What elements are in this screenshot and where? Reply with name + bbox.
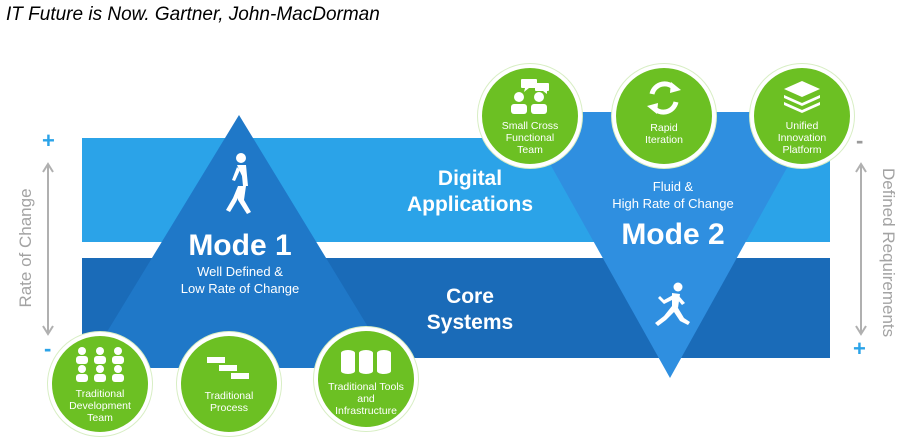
digital-applications-line1: Digital [437, 167, 503, 190]
core-systems-line1: Core [446, 285, 494, 308]
circle-label-line1: Small Cross [501, 120, 559, 132]
traditional-process-circle: Traditional Process [177, 332, 281, 436]
circle-label-line2: Functional [505, 132, 555, 144]
core-systems-line2: Systems [426, 311, 514, 334]
small-cross-functional-team-circle: Small Cross Functional Team [478, 64, 582, 168]
team-chat-icon [482, 78, 578, 116]
circle-label: Traditional Development Team [56, 388, 144, 424]
circle-label: Small Cross Functional Team [486, 120, 574, 156]
left-minus-sign: - [44, 336, 52, 361]
circle-label-line2: Process [210, 402, 248, 414]
right-minus-sign: - [856, 128, 864, 153]
circle-label: Unified Innovation Platform [758, 120, 846, 156]
people-group-icon [52, 346, 148, 384]
circle-label: Rapid Iteration [620, 122, 708, 146]
circle-label-line1: Unified [785, 120, 819, 132]
layers-icon [754, 80, 850, 114]
right-axis-arrow [855, 162, 867, 336]
walking-person-icon [224, 152, 256, 221]
circle-label-line1: Traditional [204, 390, 254, 402]
mode1-title: Mode 1 [188, 229, 292, 262]
mode2-title: Mode 2 [621, 218, 725, 251]
mode2-line1: Fluid & [652, 179, 694, 194]
mode2-line2: High Rate of Change [612, 196, 734, 211]
refresh-cycle-icon [616, 78, 712, 118]
circle-label-line3: Infrastructure [335, 405, 397, 417]
mode1-line1: Well Defined & [197, 264, 283, 279]
right-plus-sign: + [853, 336, 866, 361]
process-steps-icon [181, 356, 277, 380]
mode1-line2: Low Rate of Change [180, 281, 300, 296]
running-person-icon [652, 282, 692, 339]
database-icon [318, 349, 414, 375]
circle-label-line2: Iteration [645, 134, 683, 146]
digital-applications-line2: Applications [406, 193, 533, 216]
defined-requirements-label: Defined Requirements [879, 168, 898, 338]
circle-label-line1: Rapid [650, 122, 678, 134]
page-title: IT Future is Now. Gartner, John-MacDorma… [6, 4, 380, 25]
unified-innovation-platform-circle: Unified Innovation Platform [750, 64, 854, 168]
mode2-triangle [521, 112, 818, 378]
circle-label-line1: Traditional Tools [328, 381, 404, 393]
circle-label-line3: Platform [782, 144, 822, 156]
circle-label: Traditional Process [185, 390, 273, 414]
traditional-tools-infrastructure-circle: Traditional Tools and Infrastructure [314, 327, 418, 431]
rate-of-change-label: Rate of Change [16, 188, 35, 308]
circle-label-line2: Development [69, 400, 131, 412]
mode1-text: Mode 1 Well Defined & Low Rate of Change [150, 229, 330, 297]
circle-label-line2: Innovation [777, 132, 827, 144]
core-systems-label: Core Systems [390, 284, 550, 336]
mode2-text: Fluid & High Rate of Change Mode 2 [588, 178, 758, 252]
left-plus-sign: + [42, 128, 55, 153]
circle-label: Traditional Tools and Infrastructure [322, 381, 410, 417]
digital-applications-label: Digital Applications [390, 166, 550, 218]
circle-label-line3: Team [87, 412, 113, 424]
circle-label-line1: Traditional [75, 388, 125, 400]
left-axis-arrow [42, 162, 54, 336]
mode1-triangle [85, 115, 393, 368]
circle-label-line3: Team [517, 144, 543, 156]
circle-label-line2: and [357, 393, 375, 405]
traditional-development-team-circle: Traditional Development Team [48, 332, 152, 436]
rapid-iteration-circle: Rapid Iteration [612, 64, 716, 168]
